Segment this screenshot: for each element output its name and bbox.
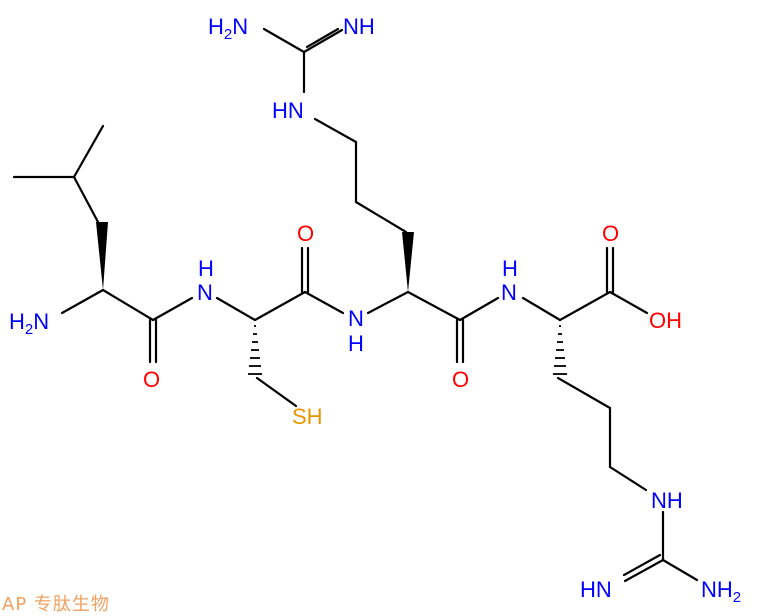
- bottom-guanidine-hn-label: HN: [580, 577, 612, 602]
- hash-bonds: [248, 325, 567, 375]
- acid-o-label: O: [602, 221, 619, 246]
- bottom-guanidine-nh-label: NH: [651, 488, 683, 513]
- arg2-nh-n-label: N: [501, 280, 517, 305]
- leu-carbonyl-o-label: O: [143, 367, 160, 392]
- atom-labels: H2N NH HN H2N O H N SH O N H O H N O OH …: [9, 14, 741, 606]
- cys-carbonyl-o-label: O: [297, 221, 314, 246]
- cys-nh-n-label: N: [197, 280, 213, 305]
- acid-oh-label: OH: [649, 308, 682, 333]
- arg1-nh-n-label: N: [348, 306, 364, 331]
- top-guanidine-hn-label: HN: [272, 98, 304, 123]
- top-guanidine-nh2-label: H2N: [208, 14, 248, 43]
- top-guanidine-nh-label: NH: [343, 14, 375, 39]
- bonds: [12, 27, 699, 583]
- leu-nh2-label: H2N: [9, 309, 49, 338]
- bottom-guanidine-nh2-label: NH2: [701, 577, 741, 606]
- wedge-bonds: [96, 222, 414, 292]
- cys-sh-label: SH: [292, 404, 323, 429]
- watermark-logo: AP 专肽生物: [2, 594, 110, 615]
- arg2-nh-h-label: H: [502, 256, 518, 281]
- arg1-carbonyl-o-label: O: [452, 367, 469, 392]
- cys-nh-h-label: H: [198, 256, 214, 281]
- arg1-nh-h-label: H: [348, 331, 364, 356]
